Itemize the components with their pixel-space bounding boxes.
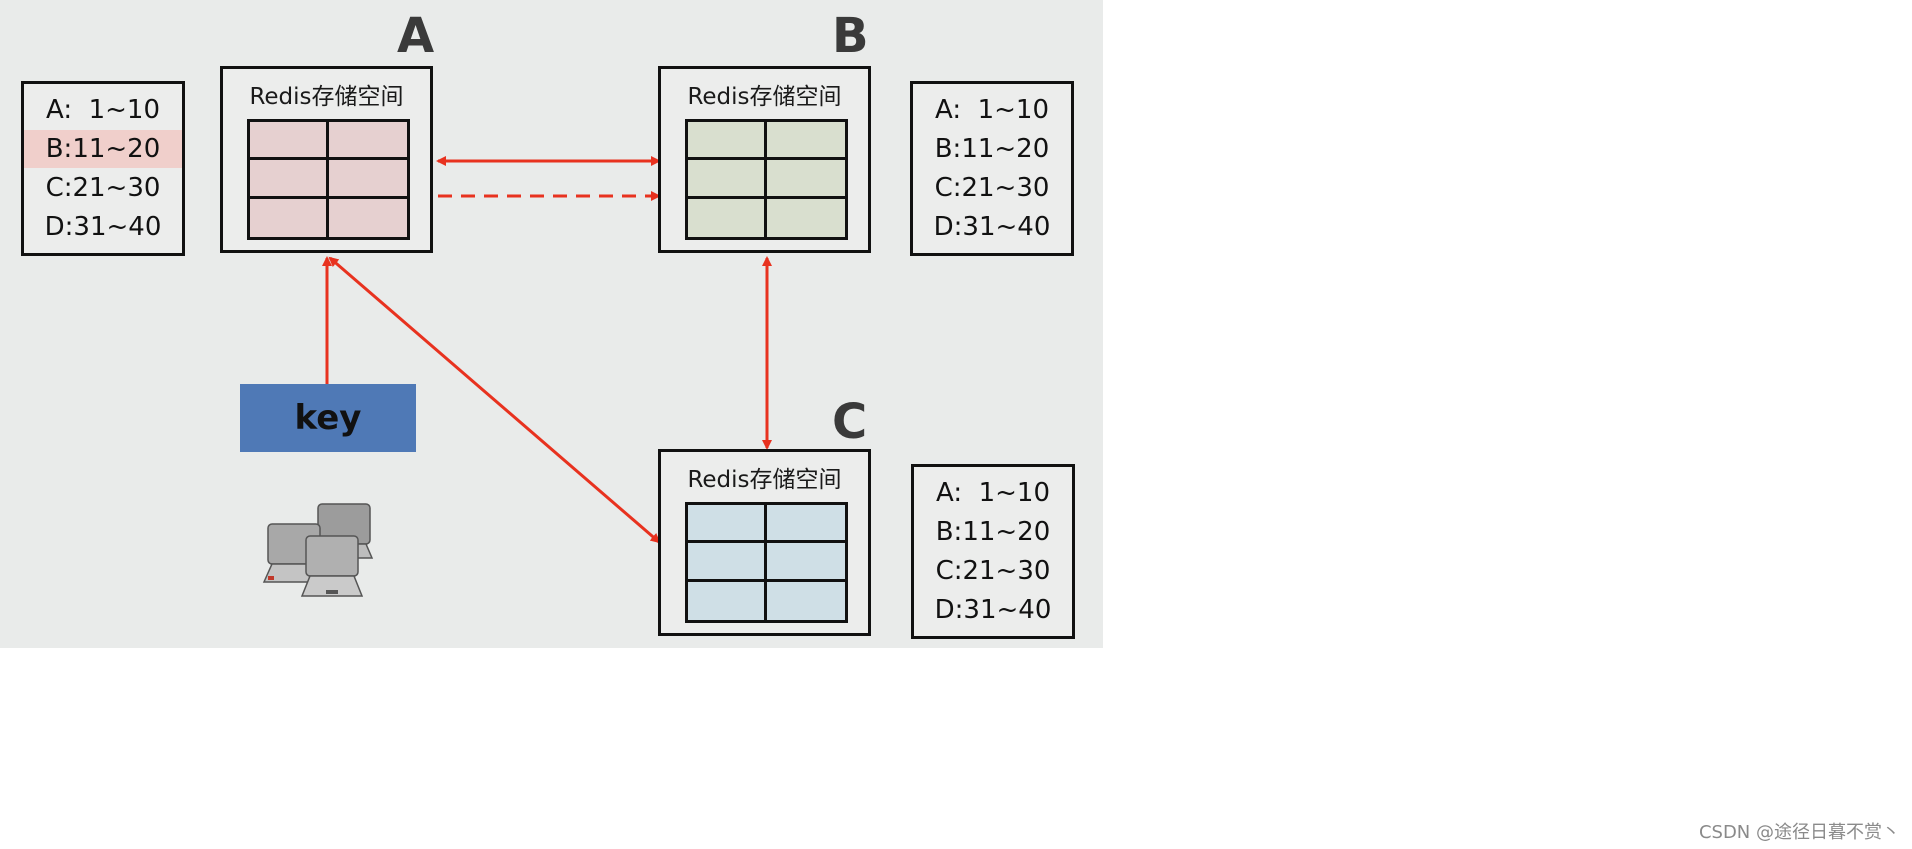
storage-grid: [685, 119, 848, 240]
node-title: Redis存储空间: [687, 467, 842, 493]
node-letter-a: A: [397, 8, 435, 64]
storage-cell: [766, 160, 845, 199]
storage-cell: [688, 505, 767, 544]
slot-table-c: A: 1~10 B:11~20 C:21~30 D:31~40: [911, 464, 1075, 639]
watermark: CSDN @途径日暮不赏丶: [1698, 822, 1900, 843]
storage-cell: [329, 199, 408, 237]
storage-cell: [250, 198, 329, 237]
redis-node-a: Redis存储空间: [220, 66, 433, 253]
slot-row: A: 1~10: [935, 477, 1051, 508]
slot-table-b: A: 1~10 B:11~20 C:21~30 D:31~40: [910, 81, 1074, 256]
redis-node-c: Redis存储空间: [658, 449, 871, 636]
storage-cell: [688, 543, 767, 582]
storage-grid: [685, 502, 848, 623]
redis-node-b: Redis存储空间: [658, 66, 871, 253]
slot-row-highlighted: B:11~20: [24, 129, 182, 168]
slot-row: A: 1~10: [45, 94, 161, 125]
slot-row: B:11~20: [935, 516, 1051, 547]
storage-cell: [766, 505, 845, 544]
slot-row: B:11~20: [934, 133, 1050, 164]
slot-row: A: 1~10: [934, 94, 1050, 125]
computers-icon: [262, 503, 374, 597]
slot-row: C:21~30: [935, 556, 1051, 587]
key-box: key: [240, 384, 416, 452]
node-letter-b: B: [832, 8, 869, 64]
storage-cell: [767, 582, 846, 620]
node-letter-c: C: [832, 394, 868, 450]
arrow-a-c: [328, 256, 661, 544]
slot-row: C:21~30: [934, 173, 1050, 204]
slot-table-a: A: 1~10 B:11~20 C:21~30 D:31~40: [21, 81, 185, 256]
connection-arrows: [322, 156, 772, 544]
slot-row: C:21~30: [45, 173, 161, 204]
storage-grid: [247, 119, 410, 240]
slot-row: D:31~40: [44, 212, 162, 243]
storage-cell: [766, 543, 845, 582]
storage-cell: [250, 160, 329, 199]
slot-row: D:31~40: [934, 595, 1052, 626]
storage-cell: [766, 122, 845, 161]
node-title: Redis存储空间: [687, 84, 842, 110]
storage-cell: [688, 122, 767, 161]
storage-cell: [328, 160, 407, 199]
storage-cell: [328, 122, 407, 161]
storage-cell: [688, 581, 767, 620]
storage-cell: [250, 122, 329, 161]
storage-cell: [767, 199, 846, 237]
storage-cell: [688, 160, 767, 199]
node-title: Redis存储空间: [249, 84, 404, 110]
storage-cell: [688, 198, 767, 237]
slot-row: D:31~40: [933, 212, 1051, 243]
